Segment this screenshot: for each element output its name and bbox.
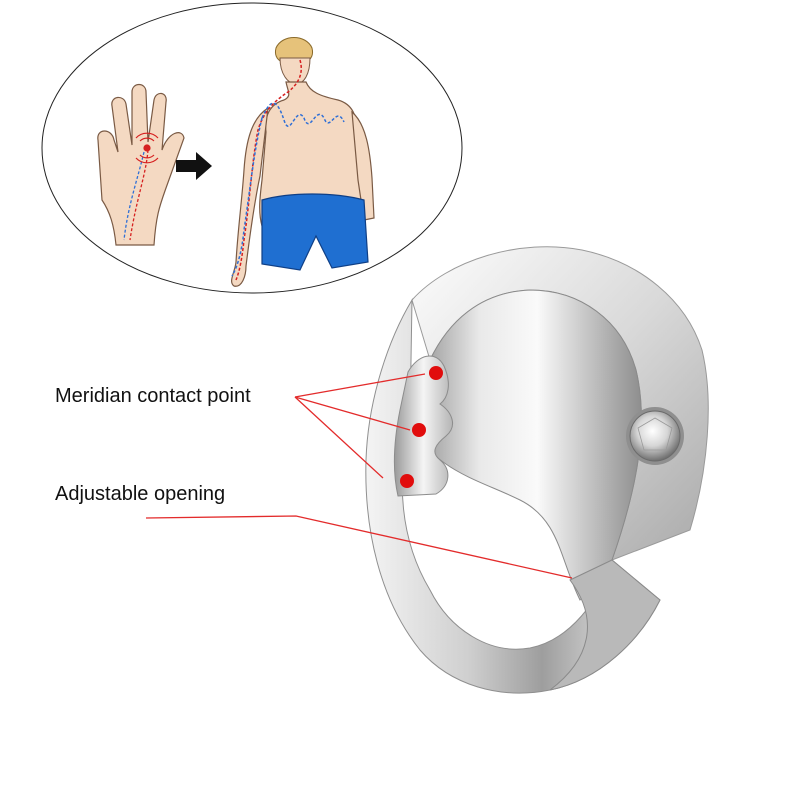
palm-shape [97,83,185,246]
right-arrow-icon [176,152,212,180]
leader-line-point-1 [294,373,426,398]
adjustable-opening-label: Adjustable opening [55,483,226,505]
meridian-illustration [41,2,463,294]
right-arm [351,110,375,221]
ring-gemstone [626,407,684,465]
body-meridian-red [235,59,302,281]
meridian-contact-point-label: Meridian contact point [55,385,251,407]
left-arm [231,106,269,287]
body-meridian-blue [231,102,345,277]
ring-inner-surface [409,289,642,601]
hair [275,37,313,63]
ring-opening-facet [549,559,661,691]
man-back-illustration [231,37,375,287]
hand-meridian-blue [123,151,145,241]
contact-dot-1 [429,366,443,380]
leader-lines [145,373,573,579]
hand-illustration [97,83,185,246]
pulse-rings-icon [135,132,159,164]
leader-line-point-3 [294,396,384,479]
contact-dot-2 [412,423,426,437]
leader-line-point-2 [294,396,411,431]
blue-shorts [261,193,369,271]
leader-line-opening [145,515,573,579]
contact-dot-3 [400,474,414,488]
ring-illustration [365,246,709,694]
